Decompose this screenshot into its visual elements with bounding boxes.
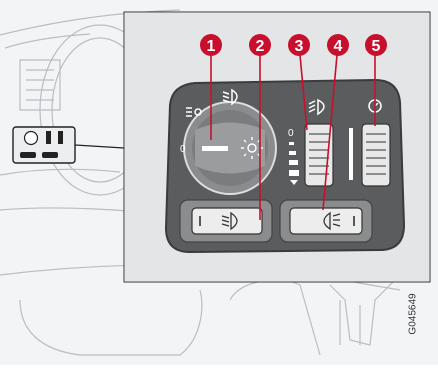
callout-1: 1 (200, 34, 222, 56)
low-beam-icon (222, 88, 238, 106)
rear-fog-light-icon (323, 211, 341, 231)
knob-pointer (202, 146, 228, 151)
instrument-dimmer-wheel (349, 123, 391, 187)
headlight-levelling-wheel (304, 123, 334, 187)
overview-switch-panel (12, 126, 76, 164)
svg-text:5: 5 (372, 38, 381, 55)
parking-light-icon (186, 107, 202, 117)
svg-text:4: 4 (334, 38, 343, 55)
svg-text:2: 2 (256, 38, 265, 55)
svg-text:3: 3 (295, 38, 304, 55)
callout-leaders (210, 54, 376, 220)
callout-4: 4 (327, 34, 349, 56)
illustration-code: G045649 (407, 293, 419, 335)
levelling-scale-marks (289, 142, 299, 185)
knob-zero-label: 0 (180, 144, 186, 155)
wheel-zero-label: 0 (288, 128, 294, 139)
rear-fog-light-button (279, 199, 373, 243)
callout-2: 2 (249, 34, 271, 56)
zoom-leader-line (74, 144, 125, 149)
callout-3: 3 (288, 34, 310, 56)
callout-5: 5 (365, 34, 387, 56)
svg-text:1: 1 (207, 38, 216, 55)
headlight-levelling-icon (308, 98, 325, 116)
headlight-switch-icon (241, 137, 263, 159)
front-fog-light-icon (221, 211, 238, 231)
